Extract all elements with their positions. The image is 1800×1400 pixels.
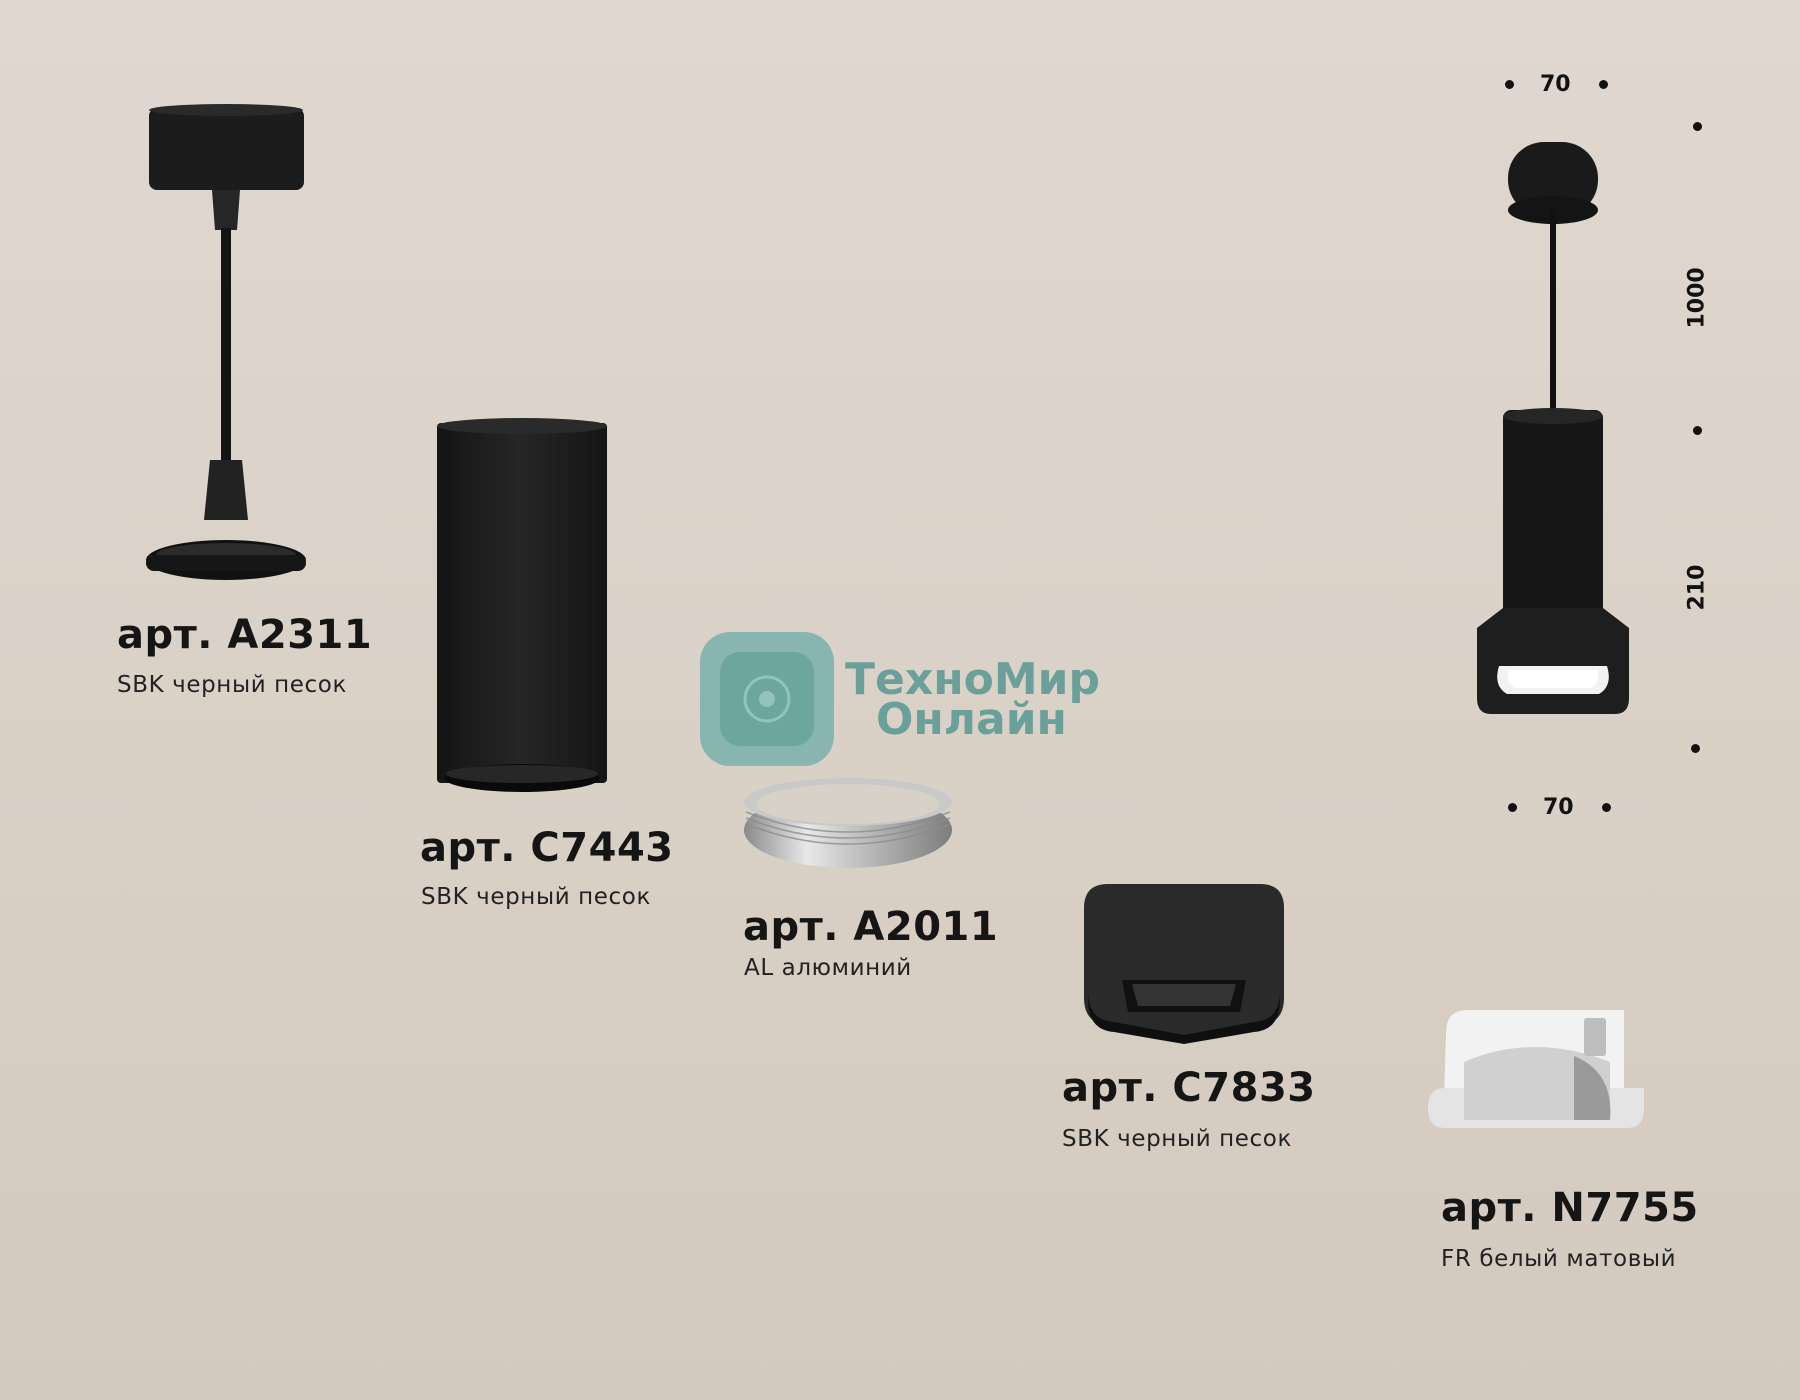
dimension-dot [1505,80,1514,89]
article-label-a2011: арт. A2011 [743,904,999,950]
watermark-text-line2: Онлайн [876,694,1067,745]
watermark-logo-icon [700,632,834,766]
article-label-a2311: арт. A2311 [117,612,373,658]
assembled-pendant-image [1477,142,1629,714]
finish-label-c7833: SBK черный песок [1062,1126,1292,1152]
dimension-bottom-width: 70 [1543,795,1574,820]
finish-label-n7755: FR белый матовый [1441,1246,1677,1272]
dimension-cable-length: 1000 [1684,267,1710,329]
cylinder-body-image [437,418,607,792]
finish-label-a2311: SBK черный песок [117,672,347,698]
dimension-dot [1599,80,1608,89]
dimension-dot [1693,122,1702,131]
dimension-dot [1602,803,1611,812]
article-label-c7833: арт. C7833 [1062,1065,1316,1111]
square-body-image [1084,884,1284,1044]
article-label-c7443: арт. C7443 [420,825,674,871]
finish-label-a2011: AL алюминий [744,955,912,981]
dimension-body-height: 210 [1684,564,1710,611]
dimension-top-width: 70 [1540,72,1571,97]
article-label-n7755: арт. N7755 [1441,1185,1699,1231]
white-insert-image [1428,1010,1644,1128]
dimension-dot [1508,803,1517,812]
finish-label-c7443: SBK черный песок [421,884,651,910]
dimension-dot [1691,744,1700,753]
aluminium-ring-image [744,778,952,868]
ceiling-mount-image [146,104,306,580]
watermark-text-line1: ТехноМир [845,654,1100,705]
dimension-dot [1693,426,1702,435]
